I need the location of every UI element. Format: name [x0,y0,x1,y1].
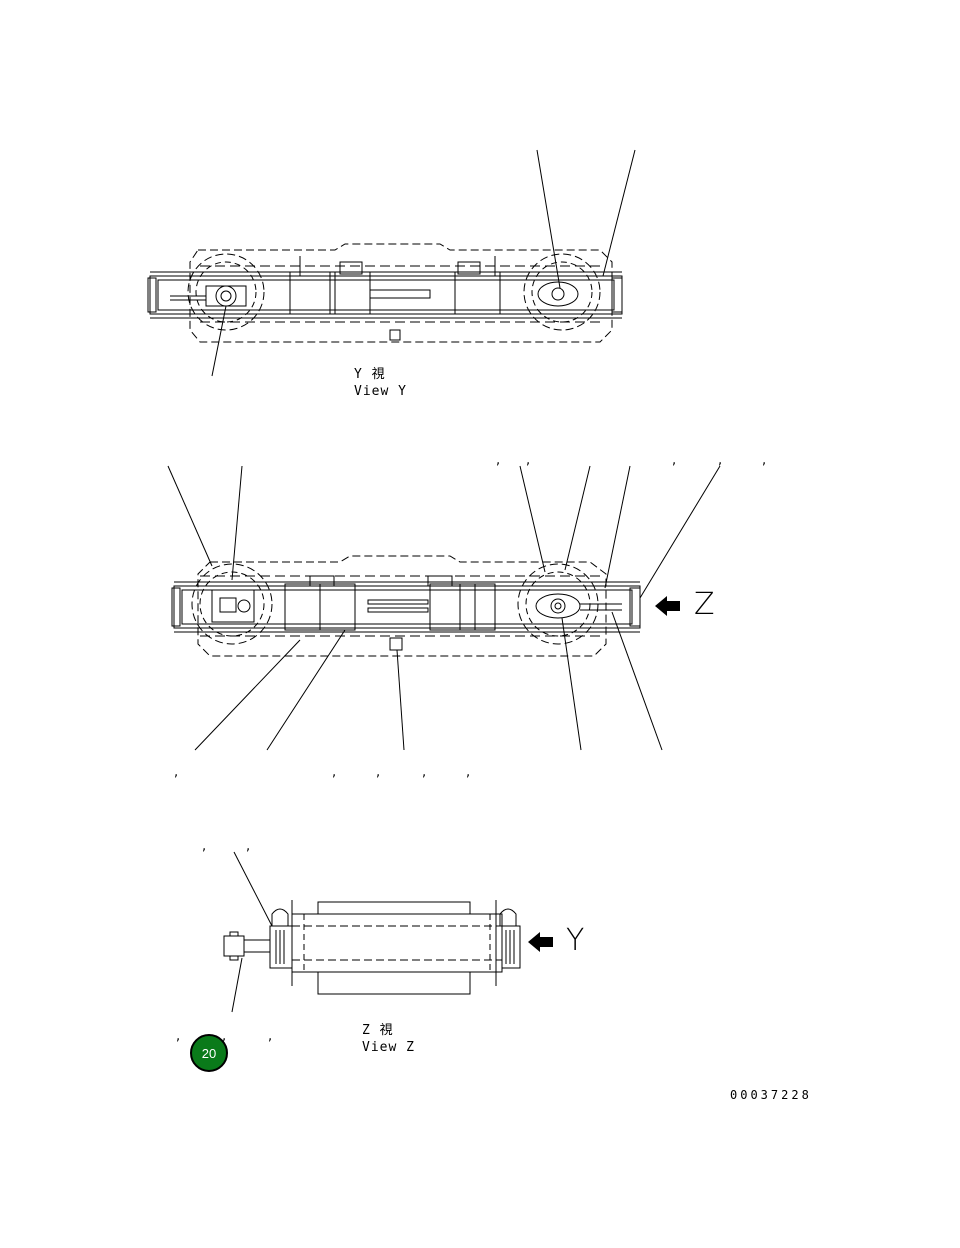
callout-separator: , [466,765,471,780]
callout-separator: , [268,1029,273,1044]
callout-separator: , [496,453,501,468]
callout-separator: , [718,453,723,468]
top-assembly [147,149,636,377]
callout-separator: , [174,765,179,780]
view-z-caption-jp: Z 視 [362,1023,394,1038]
callout-separator: , [762,453,767,468]
callout-separator: , [672,453,677,468]
bottom-assembly [223,851,521,1013]
callout-separator: , [202,839,207,854]
arrow-y-letter: Y [566,923,585,958]
drawing-code: 00037228 [730,1088,812,1102]
callout-separator: , [376,765,381,780]
arrow-z-icon [655,596,680,616]
callout-separator: , [332,765,337,780]
callout-separator: , [526,453,531,468]
view-y-caption-jp: Y 視 [354,367,386,382]
page-number-badge[interactable]: 20 [190,1034,228,1072]
arrow-z-letter: Z [694,587,715,622]
arrow-y-icon [528,932,553,952]
middle-assembly [167,465,721,751]
callout-separator: , [176,1029,181,1044]
callout-separator: , [422,765,427,780]
view-z-caption-en: View Z [362,1040,415,1055]
view-y-caption-en: View Y [354,384,407,399]
callout-separator: , [222,1029,227,1044]
callout-separator: , [246,839,251,854]
